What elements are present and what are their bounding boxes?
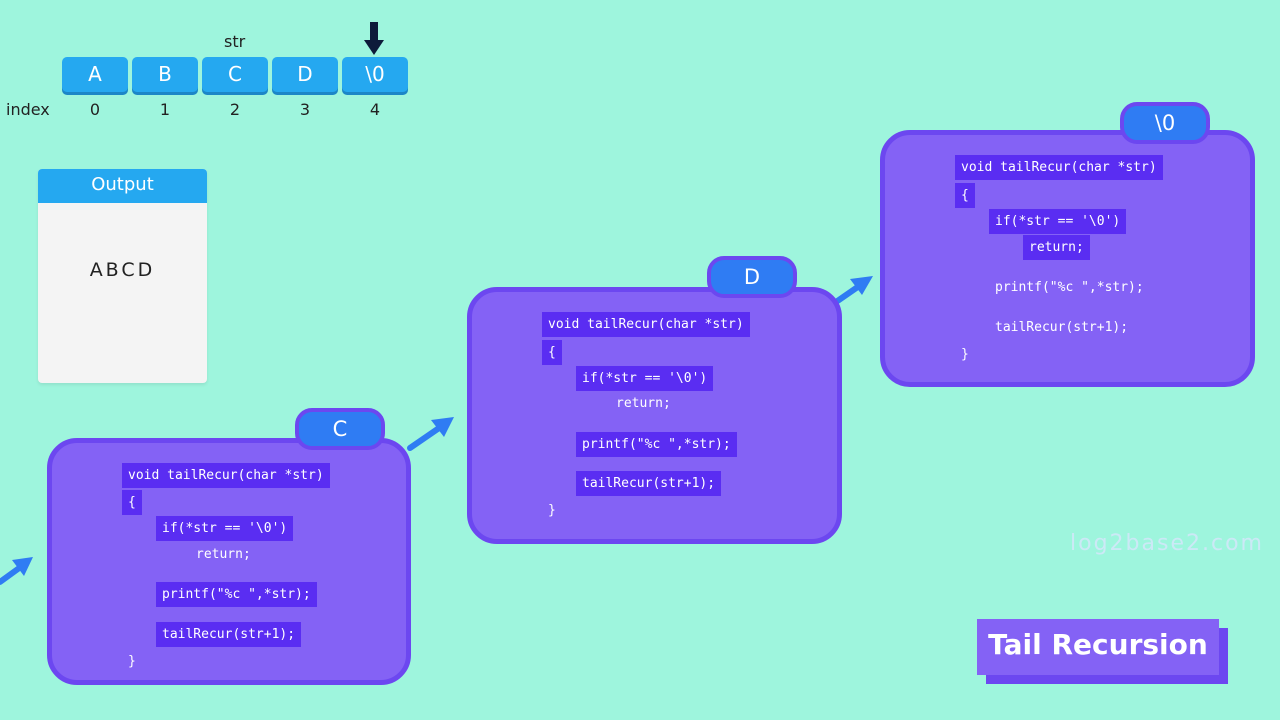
output-value: ABCD: [89, 259, 156, 281]
array-index: 2: [229, 100, 241, 119]
array-index: 3: [299, 100, 311, 119]
code-return: return;: [616, 396, 671, 411]
array-cell: A: [62, 57, 128, 92]
str-pointer-label: str: [224, 32, 246, 51]
code-return: return;: [196, 547, 251, 562]
code-open-brace: {: [122, 490, 142, 515]
frame-char-tab: C: [295, 408, 385, 450]
code-close-brace: }: [548, 503, 556, 518]
code-open-brace: {: [542, 340, 562, 365]
code-recursive-call: tailRecur(str+1);: [995, 320, 1129, 335]
code-condition: if(*str == '\0'): [989, 209, 1127, 234]
watermark: log2base2.com: [1070, 531, 1264, 556]
code-condition: if(*str == '\0'): [156, 516, 294, 541]
code-recursive-call: tailRecur(str+1);: [156, 622, 302, 647]
array-index: 4: [369, 100, 381, 119]
output-title: Output: [38, 169, 207, 203]
output-panel: Output ABCD: [38, 169, 207, 383]
code-close-brace: }: [128, 654, 136, 669]
code-condition: if(*str == '\0'): [576, 366, 714, 391]
array-cell: \0: [342, 57, 408, 92]
title-badge: Tail Recursion: [977, 619, 1219, 675]
array-cell: C: [202, 57, 268, 92]
code-recursive-call: tailRecur(str+1);: [576, 471, 722, 496]
arrow-icon: [833, 276, 873, 305]
index-label: index: [6, 100, 50, 119]
frame-char-tab: \0: [1120, 102, 1210, 144]
array-cell: B: [132, 57, 198, 92]
array-index: 1: [159, 100, 171, 119]
down-arrow-icon: [364, 22, 384, 55]
code-printf: printf("%c ",*str);: [156, 582, 317, 607]
code-printf: printf("%c ",*str);: [995, 280, 1144, 295]
code-close-brace: }: [961, 347, 969, 362]
array-index: 0: [89, 100, 101, 119]
code-signature: void tailRecur(char *str): [542, 312, 750, 337]
code-signature: void tailRecur(char *str): [122, 463, 330, 488]
arrow-icon: [407, 417, 454, 451]
arrow-icon: [0, 557, 33, 585]
array-cell: D: [272, 57, 338, 92]
code-open-brace: {: [955, 183, 975, 208]
code-printf: printf("%c ",*str);: [576, 432, 737, 457]
code-signature: void tailRecur(char *str): [955, 155, 1163, 180]
frame-char-tab: D: [707, 256, 797, 298]
code-return: return;: [1023, 235, 1090, 260]
